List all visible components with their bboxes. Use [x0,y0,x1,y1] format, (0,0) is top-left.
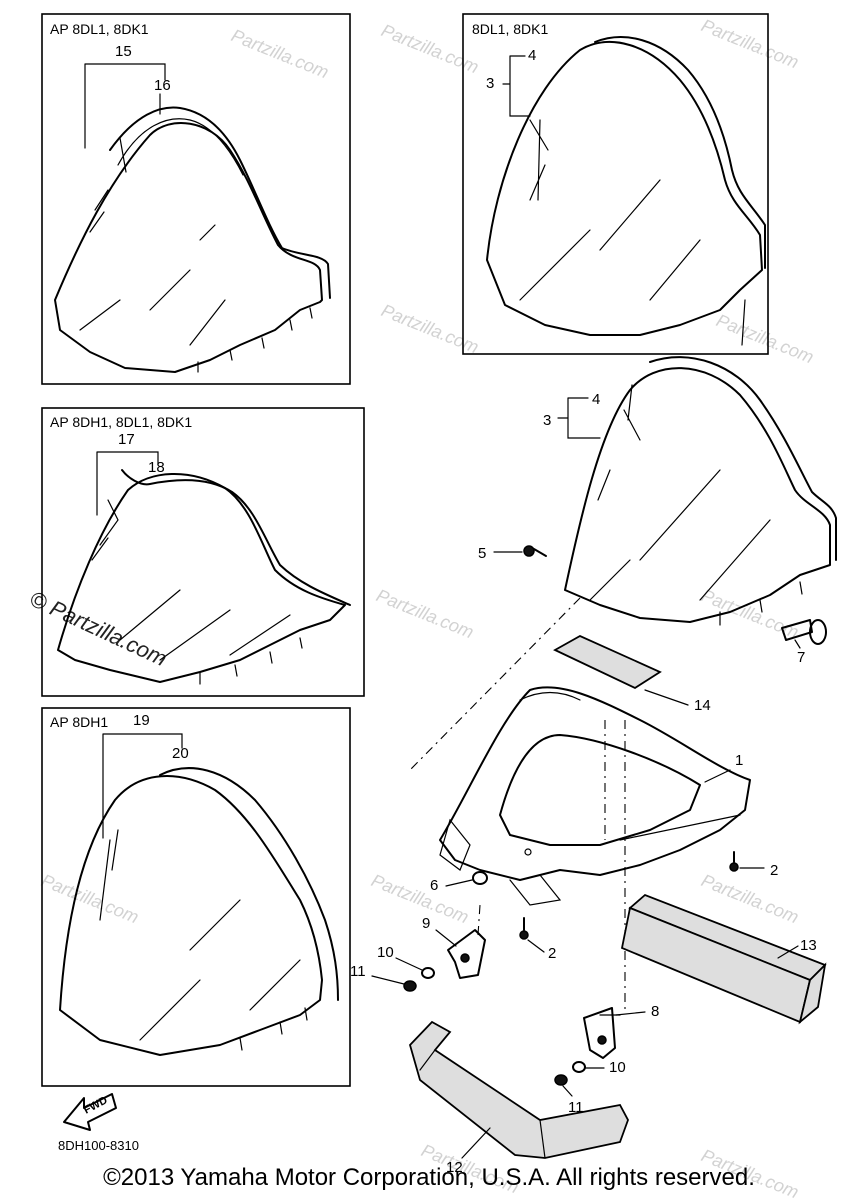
callout-19: 19 [133,712,150,729]
watermark: Partzilla.com [714,310,817,367]
diagram-code: 8DH100-8310 [58,1138,139,1153]
fwd-arrow-icon: FWD [63,1093,117,1131]
windshield-15 [54,106,331,373]
callout-13: 13 [800,937,817,954]
watermarks: Partzilla.com Partzilla.com Partzilla.co… [26,15,817,1200]
bracket-9 [447,929,486,979]
watermark: Partzilla.com [699,15,802,72]
box-ap-8dh1: AP 8DH1 19 20 FWD [41,707,351,1131]
callout-15: 15 [115,43,132,60]
bolt-2 [519,917,529,940]
watermark: Partzilla.com [374,585,477,642]
callout-6: 6 [430,877,438,894]
knob-7 [781,619,827,645]
callout-8: 8 [651,1003,659,1020]
washer-10 [421,967,435,979]
watermark: Partzilla.com [379,300,482,357]
box-title: 8DL1, 8DK1 [472,21,548,37]
watermark: Partzilla.com [699,870,802,927]
callout-14: 14 [694,697,711,714]
bumper-6 [472,871,488,885]
bolt-2 [729,851,739,872]
windshield-3 [486,36,766,346]
cowl-1 [439,686,751,906]
callout-16: 16 [154,77,171,94]
windshield-main [564,356,837,626]
callout-17: 17 [118,431,135,448]
box-ap-8dh1-8dl1-8dk1: AP 8DH1, 8DL1, 8DK1 17 18 [41,407,365,697]
callout-5: 5 [478,545,486,562]
callout-12: 12 [446,1159,463,1176]
callout-11: 11 [350,963,366,980]
bracket-8 [583,1007,621,1059]
callout-9: 9 [422,915,430,932]
watermark: Partzilla.com [369,870,472,927]
callout-1: 1 [735,752,743,769]
foam-13 [620,893,827,1025]
box-title: AP 8DH1, 8DL1, 8DK1 [50,414,192,430]
box-8dl1-8dk1: 8DL1, 8DK1 4 3 [462,13,769,355]
box-ap-8dl1-8dk1: AP 8DL1, 8DK1 15 16 [41,13,351,385]
callout-3: 3 [486,75,494,92]
callout-18: 18 [148,459,165,476]
box-title: AP 8DL1, 8DK1 [50,21,149,37]
windshield-19 [59,767,339,1056]
washer-10 [572,1061,586,1073]
callout-4: 4 [592,391,600,408]
box-title: AP 8DH1 [50,714,108,730]
callout-3: 3 [543,412,551,429]
callout-10: 10 [609,1059,626,1076]
partzilla-watermark: © Partzilla.com [26,586,171,671]
nut-11 [403,980,417,992]
watermark: Partzilla.com [699,585,802,642]
callout-20: 20 [172,745,189,762]
watermark: Partzilla.com [39,870,142,927]
callout-2: 2 [548,945,556,962]
bumper-bar-12 [408,1020,629,1159]
callout-7: 7 [797,649,805,666]
pad-14 [553,634,662,690]
main-assembly: 4 3 5 7 14 [350,356,837,1176]
callout-4: 4 [528,47,536,64]
watermark: Partzilla.com [379,20,482,77]
windshield-17 [57,469,351,685]
bolt-5 [523,545,547,557]
callout-2: 2 [770,862,778,879]
nut-11 [554,1074,568,1086]
watermark: Partzilla.com [229,25,332,82]
callout-10: 10 [377,944,394,961]
copyright-notice: ©2013 Yamaha Motor Corporation, U.S.A. A… [103,1164,755,1191]
